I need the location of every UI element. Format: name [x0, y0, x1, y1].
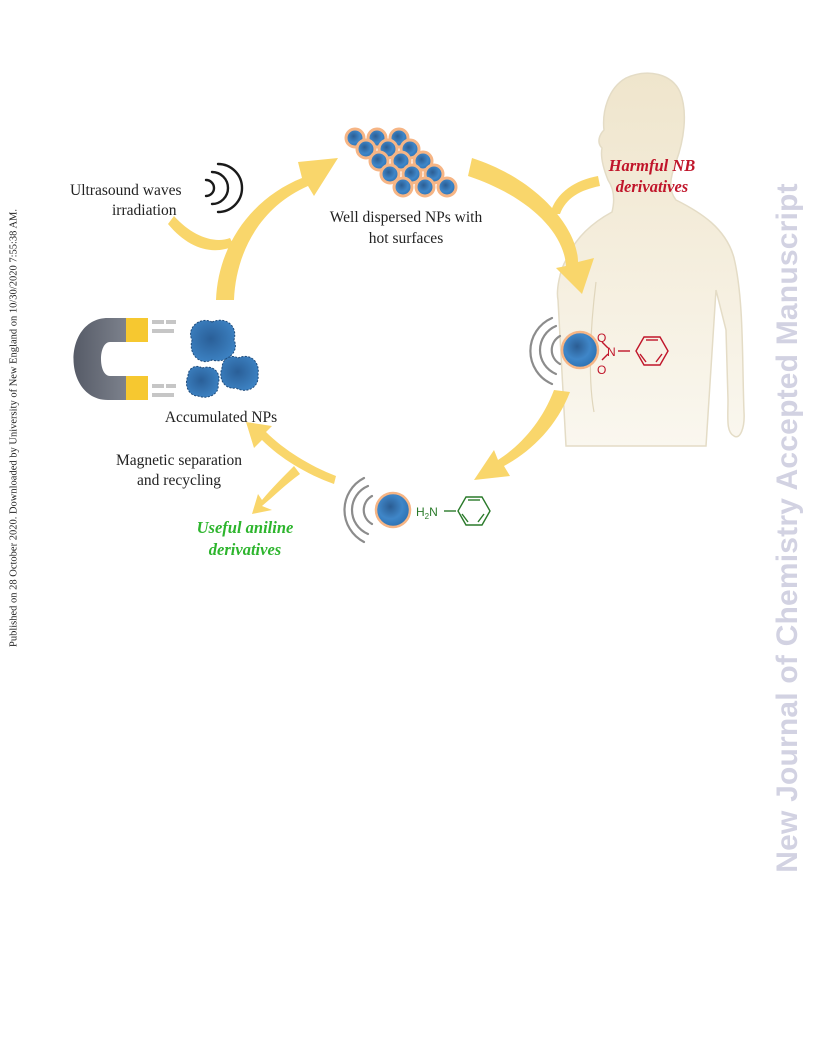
- nanoparticle: [368, 150, 390, 172]
- benzene-ring: [457, 496, 491, 526]
- label-useful-line2: derivatives: [209, 540, 281, 559]
- label-accumulated: Accumulated NPs: [165, 409, 277, 426]
- ultrasound-wave-icon: [204, 162, 244, 214]
- np-cluster: [190, 319, 236, 362]
- arrow-ultrasound-to-dispersed: [216, 158, 338, 300]
- nitro-oxygen-top: O: [597, 331, 606, 345]
- nanoparticle: [392, 176, 414, 198]
- diagram-labels: Ultrasound waves irradiation Well disper…: [70, 156, 695, 559]
- label-harmful-line2: derivatives: [616, 177, 688, 196]
- cycle-arrows: [168, 158, 600, 514]
- aniline-complex: H2N: [343, 476, 491, 544]
- label-magnetic-line1: Magnetic separation: [116, 452, 242, 469]
- nanoparticle: [379, 163, 401, 185]
- magnet-icon: [73, 318, 176, 400]
- label-harmful-line1: Harmful NB: [608, 156, 696, 175]
- dispersed-nanoparticles: [344, 127, 458, 198]
- arrow-nb-to-aniline: [474, 390, 570, 480]
- nanoparticle: [412, 150, 434, 172]
- nitrobenzene-complex: O N O: [529, 316, 669, 386]
- label-dispersed-line1: Well dispersed NPs with: [330, 209, 483, 226]
- nitro-nitrogen: N: [607, 345, 616, 359]
- arrow-ultrasound-input: [168, 216, 234, 251]
- human-silhouette-icon: [556, 72, 745, 447]
- label-dispersed-line2: hot surfaces: [369, 230, 443, 247]
- arrow-useful-output: [252, 466, 300, 514]
- arrow-dispersed-to-nb: [468, 158, 594, 294]
- label-magnetic-line2: and recycling: [137, 472, 221, 489]
- amine-label: H2N: [416, 505, 438, 521]
- np-cluster: [220, 355, 259, 391]
- nanoparticle: [355, 138, 377, 160]
- nanoparticle: [436, 176, 458, 198]
- benzene-ring: [635, 336, 669, 366]
- np-cluster: [185, 365, 220, 398]
- label-useful-line1: Useful aniline: [197, 518, 294, 537]
- nanoparticle: [374, 491, 412, 529]
- nanoparticle: [414, 176, 436, 198]
- nitro-oxygen-bottom: O: [597, 363, 606, 377]
- label-ultrasound-line2: irradiation: [112, 202, 177, 219]
- accumulated-nanoparticles: [185, 319, 259, 398]
- nanoparticle: [390, 150, 412, 172]
- arrow-harmful-input: [550, 176, 600, 214]
- nanoparticle: [560, 330, 600, 370]
- label-ultrasound-line1: Ultrasound waves: [70, 182, 182, 199]
- arrow-aniline-to-accumulated: [246, 422, 336, 484]
